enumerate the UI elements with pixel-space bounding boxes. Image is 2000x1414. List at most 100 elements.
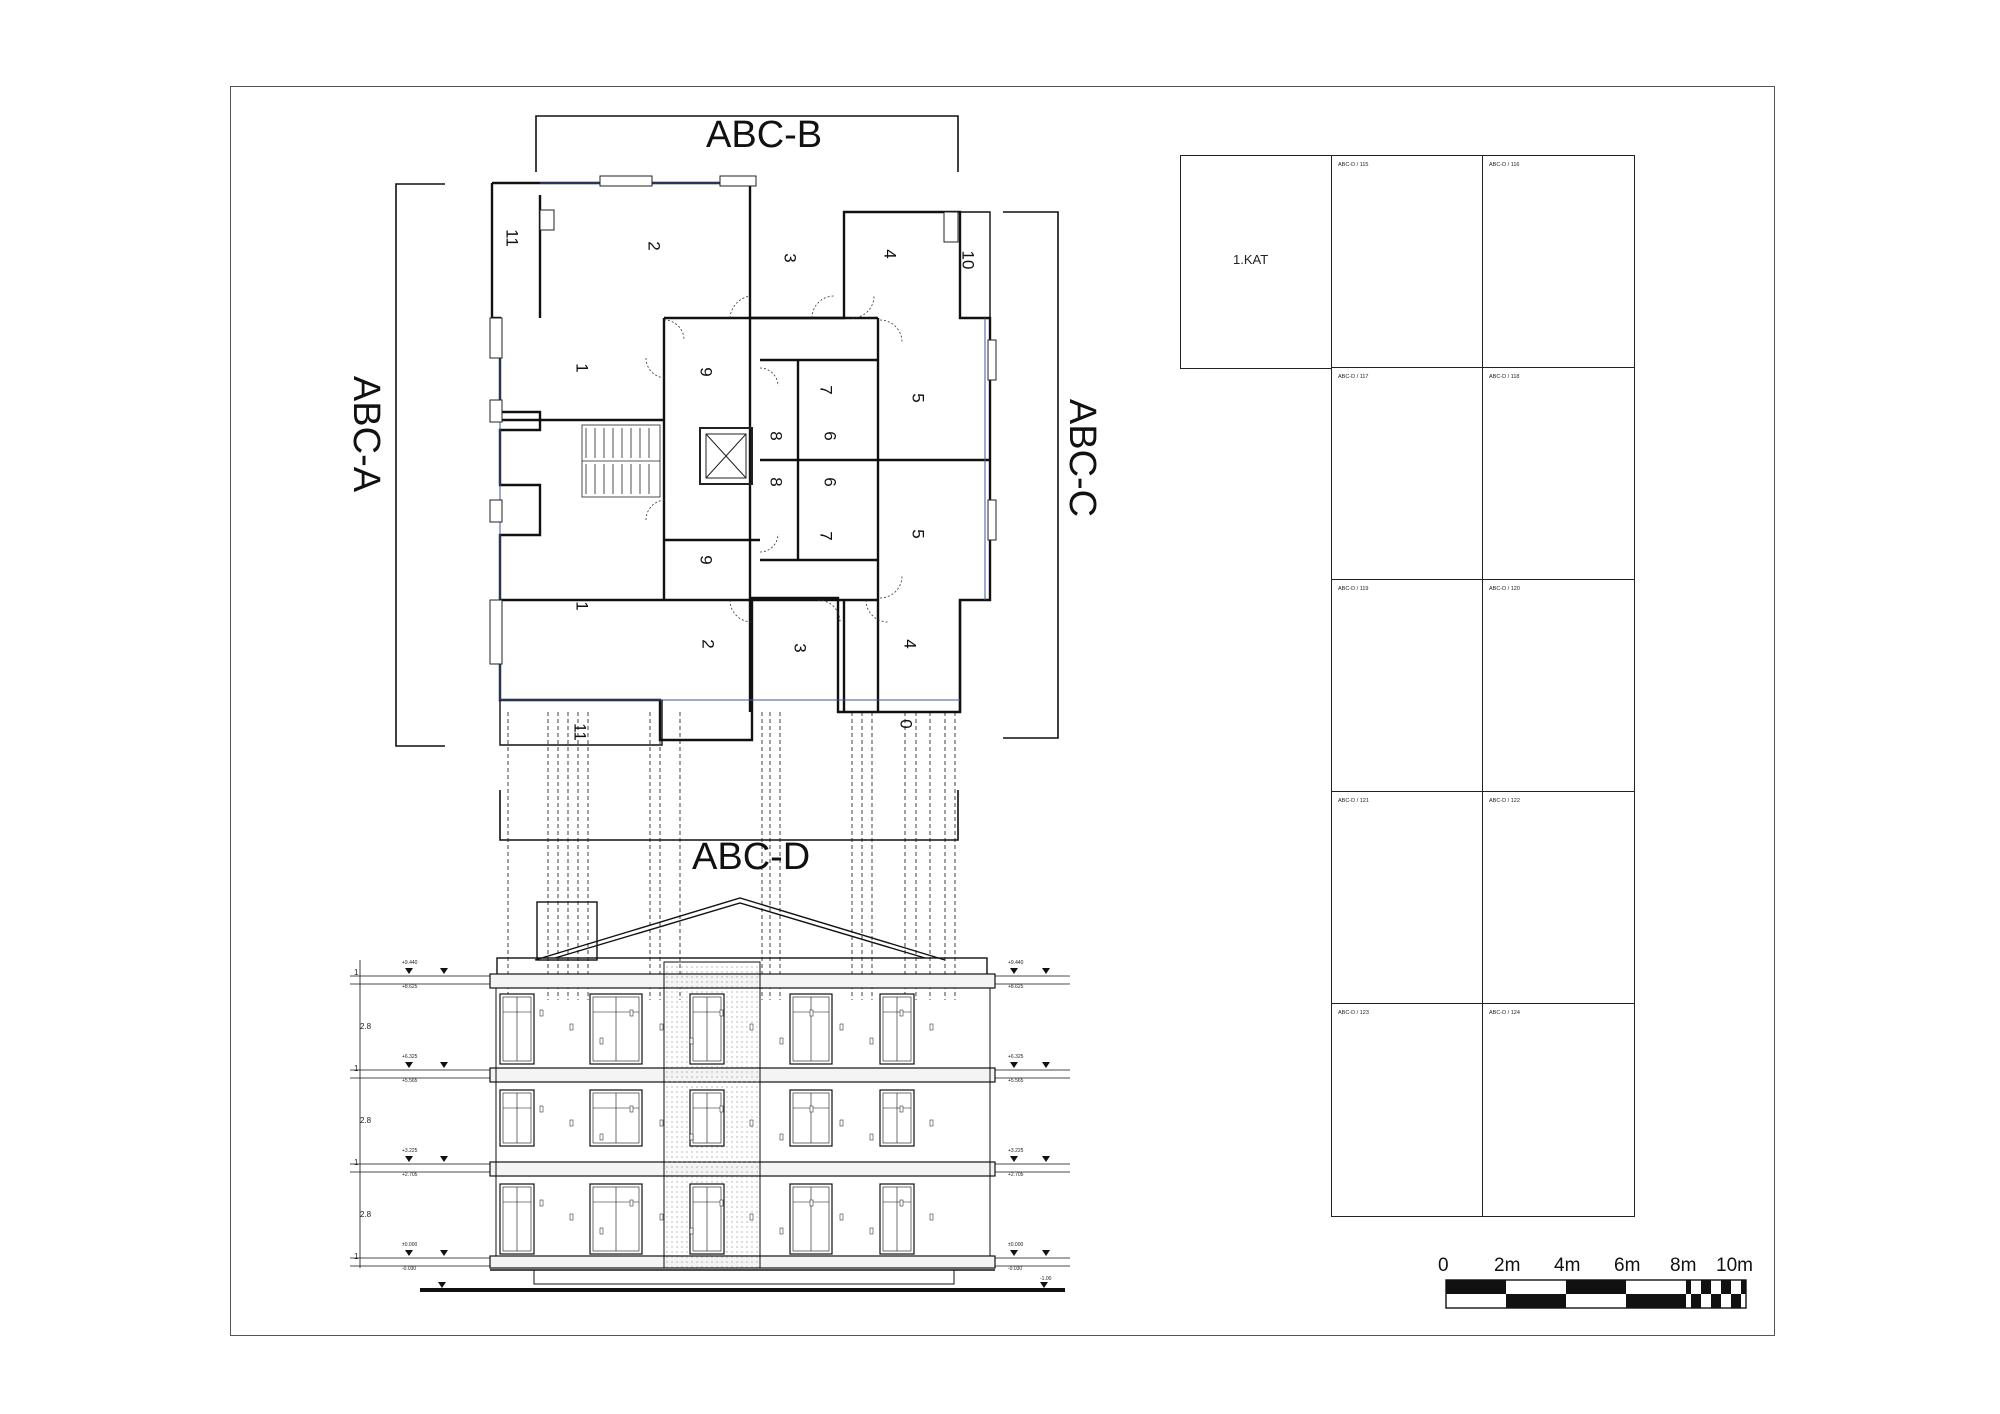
elevation-vent: [749, 1213, 754, 1221]
level-tag: +3.225: [402, 1148, 418, 1154]
elevation-vent: [779, 1037, 784, 1045]
room-number: 8: [766, 431, 786, 441]
elevation-window: [499, 1183, 535, 1255]
key-plan-cell[interactable]: ABC-D / 116: [1482, 155, 1635, 369]
elevation-window: [589, 1183, 643, 1255]
elevation-vent: [749, 1119, 754, 1127]
story-height: 2.8: [360, 1116, 372, 1125]
key-plan-cell[interactable]: ABC-D / 120: [1482, 579, 1635, 793]
level-tag: +9.440: [1008, 960, 1024, 966]
room-number: 11: [570, 723, 590, 741]
elevation-vent: [539, 1009, 544, 1017]
level-tag: +9.440: [402, 960, 418, 966]
level-tag: +5.565: [1008, 1078, 1024, 1084]
story-height: 1: [354, 968, 359, 977]
room-number: 6: [820, 431, 840, 441]
scale-segment: [1691, 1294, 1696, 1308]
key-plan-cell[interactable]: ABC-D / 123: [1331, 1003, 1484, 1217]
facade-label-north: ABC-B: [706, 114, 823, 156]
elevation-vent: [569, 1213, 574, 1221]
scale-segment: [1736, 1294, 1741, 1308]
elevation-vent: [839, 1119, 844, 1127]
scale-bar-graphic: [1445, 1279, 1747, 1309]
scale-segment: [1731, 1294, 1736, 1308]
scale-segment: [1721, 1280, 1726, 1294]
elevation-vent: [539, 1199, 544, 1207]
elevation-vent: [899, 1105, 904, 1113]
floor-label: 1.KAT: [1233, 252, 1269, 267]
scale-segment: [1566, 1280, 1626, 1294]
scale-segment: [1726, 1280, 1731, 1294]
elevation-vent: [599, 1227, 604, 1235]
room-number: 2: [698, 639, 718, 649]
scale-segment: [1741, 1280, 1746, 1294]
elevation-vent: [719, 1105, 724, 1113]
elevation-window: [879, 993, 915, 1065]
key-plan-cell[interactable]: ABC-D / 119: [1331, 579, 1484, 793]
scale-segment: [1626, 1294, 1686, 1308]
facade-label-east: ABC-C: [1061, 398, 1103, 518]
elevation-vent: [629, 1105, 634, 1113]
level-tag: +2.705: [402, 1172, 418, 1178]
elevation-window: [589, 993, 643, 1065]
elevation-vent: [899, 1199, 904, 1207]
scale-label: 2m: [1494, 1255, 1521, 1276]
elevation-vent: [869, 1133, 874, 1141]
elevation-window: [879, 1183, 915, 1255]
projection-lines: [507, 712, 956, 1000]
key-plan-cell[interactable]: ABC-D / 115: [1331, 155, 1484, 369]
story-height: 2.8: [360, 1022, 372, 1031]
elevation-window: [689, 1089, 725, 1147]
facade-label-south: ABC-D: [692, 836, 811, 878]
level-tag: ±0.000: [1008, 1242, 1024, 1248]
key-plan-cell[interactable]: ABC-D / 121: [1331, 791, 1484, 1005]
scale-label: 8m: [1670, 1255, 1697, 1276]
elevation-vent: [569, 1023, 574, 1031]
levels-right: [995, 975, 1070, 1267]
scale-segment: [1706, 1280, 1711, 1294]
scale-segment: [1446, 1280, 1506, 1294]
elevation-vent: [929, 1023, 934, 1031]
elevation-vent: [629, 1199, 634, 1207]
facade-brackets: [395, 115, 1059, 841]
bracket-south: [499, 790, 959, 841]
elevation-vent: [749, 1023, 754, 1031]
elevation-vent: [719, 1009, 724, 1017]
elevation-vent: [689, 1227, 694, 1235]
room-number: 5: [908, 393, 928, 403]
elevator: [699, 427, 753, 485]
key-plan-cell[interactable]: ABC-D / 122: [1482, 791, 1635, 1005]
elevation-window: [789, 993, 833, 1065]
room-number: 9: [696, 367, 716, 377]
key-plan-cell[interactable]: ABC-D / 124: [1482, 1003, 1635, 1217]
room-number: 7: [816, 531, 836, 541]
elevation-vent: [869, 1227, 874, 1235]
key-plan-cell[interactable]: ABC-D / 118: [1482, 367, 1635, 581]
levels-left: [350, 960, 490, 1268]
elevation-vent: [659, 1213, 664, 1221]
key-plan-cell[interactable]: ABC-D / 117: [1331, 367, 1484, 581]
elevation-window: [689, 1183, 725, 1255]
elevation-vent: [629, 1009, 634, 1017]
elevation-vent: [539, 1105, 544, 1113]
elevation-window: [789, 1089, 833, 1147]
sheet-border: [230, 86, 1775, 1336]
level-tag: +8.625: [1008, 984, 1024, 990]
room-number: 5: [908, 529, 928, 539]
key-plan-floor-cell: 1.KAT: [1180, 155, 1333, 369]
elevation-vent: [599, 1133, 604, 1141]
room-number: 9: [696, 555, 716, 565]
level-tag: +2.705: [1008, 1172, 1024, 1178]
scale-segment: [1696, 1294, 1701, 1308]
level-tag: ±0.000: [402, 1242, 418, 1248]
level-tag: +5.565: [402, 1078, 418, 1084]
room-number: 11: [502, 229, 522, 247]
level-tag: -0.030: [1008, 1266, 1023, 1272]
bracket-north: [535, 115, 959, 172]
scale-label: 0: [1438, 1255, 1449, 1276]
story-height: 1: [354, 1252, 359, 1261]
elevation-window: [499, 1089, 535, 1147]
windows: [489, 175, 997, 665]
elevation-vent: [719, 1199, 724, 1207]
bracket-west: [395, 183, 445, 747]
